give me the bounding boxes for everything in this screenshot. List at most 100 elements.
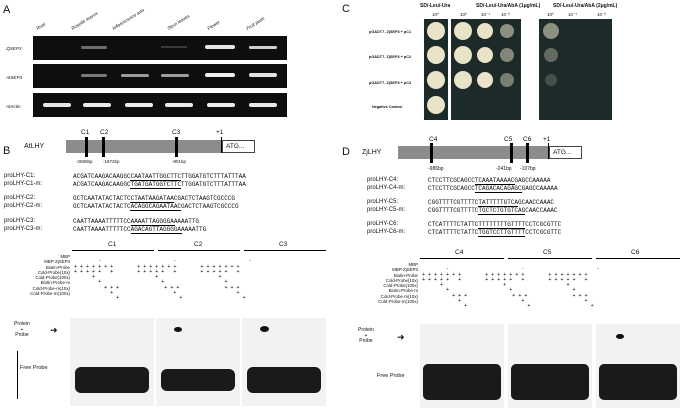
condition-labels: MBP MBP-ZjSEP3 Biotin-Probe Cold-Probe(1… bbox=[18, 254, 70, 296]
probe-sequence: ACGATCAAGACAAGGCCAATAATTGGCTTCTTGGATGTCT… bbox=[73, 173, 246, 180]
gel-band bbox=[43, 103, 71, 107]
emsa-blot-c5 bbox=[508, 324, 592, 408]
gel-group-line bbox=[72, 250, 154, 251]
element-label-c6: C6 bbox=[523, 136, 532, 143]
gel-band bbox=[207, 103, 235, 107]
motif-underline bbox=[475, 192, 522, 193]
plus-label: + bbox=[364, 332, 368, 339]
probe-name: proLHY-C3-m: bbox=[4, 226, 43, 232]
free-probe-band bbox=[247, 367, 321, 393]
probe-sequence: CGGTTTTCGTTTTCTATTTTTGTCAGCAACCAAAC bbox=[428, 199, 555, 206]
gel-group-label: C6 bbox=[631, 249, 640, 256]
element-label-c5: C5 bbox=[504, 136, 513, 143]
probe-name: proLHY-C2: bbox=[4, 195, 36, 201]
motif-underline bbox=[478, 206, 518, 207]
gel-group-line bbox=[420, 258, 504, 259]
element-position: -986bp bbox=[428, 166, 444, 172]
emsa-blot-c1 bbox=[70, 318, 154, 406]
free-probe-band bbox=[599, 364, 677, 400]
probe-name: proLHY-C3: bbox=[4, 218, 36, 224]
element-label-c2: C2 bbox=[100, 129, 109, 136]
emsa-blot-c4 bbox=[420, 324, 504, 408]
condition-label: Biotin-Probe-m bbox=[388, 288, 418, 294]
motif-underline bbox=[131, 233, 182, 234]
gel-group-line bbox=[596, 258, 680, 259]
shift-band bbox=[260, 326, 269, 332]
lane-matrix: - - - + + + + + + + + + + + + + + + + + … bbox=[74, 258, 252, 302]
emsa-blot-c6 bbox=[596, 324, 680, 408]
probe-name: proLHY-C4-m: bbox=[367, 185, 406, 191]
probe-sequence: CAATTAAAATTTTTCCAAAATTAGGGGAAAAATTG bbox=[73, 218, 200, 225]
condition-label: Cold-Probe(10x) bbox=[385, 277, 418, 283]
gel-band bbox=[249, 73, 277, 77]
shift-arrow-icon: ➜ bbox=[397, 332, 405, 342]
panel-b-letter: B bbox=[3, 145, 11, 157]
probe-sequence: CTCATTTTCTATTCTTTTTTTTGTTTTCCTCGCGTTC bbox=[428, 221, 562, 228]
rtpcr-gel-atactin bbox=[33, 93, 287, 117]
yeast-row-label: pGADT7- ZjSEP3 + pC2 bbox=[369, 55, 412, 59]
free-probe-bracket bbox=[17, 351, 18, 399]
free-probe-band bbox=[75, 367, 149, 393]
condition-label: Cold-Probe(10x) bbox=[37, 269, 70, 275]
gel-row-label: AtActin bbox=[6, 104, 21, 109]
medium-label: SD/-Leu/-Ura/AbA (2μg/mL) bbox=[553, 3, 618, 9]
dilution-label: 10⁰ bbox=[432, 12, 439, 17]
condition-label: Biotin-Probe bbox=[45, 264, 70, 270]
condition-label: Cold-Probe-m(100x) bbox=[378, 299, 418, 305]
element-c3 bbox=[175, 137, 178, 157]
probe-sequence: CGGTTTTCGTTTTCTGCTCTGTGTCAGCAACCAAAC bbox=[428, 207, 558, 214]
panel-a-tissue-labels: Root Rosette leaves Inflorescence axis S… bbox=[34, 2, 324, 36]
plus-label: + bbox=[20, 326, 24, 333]
protein-label: Protein bbox=[14, 321, 30, 327]
motif-underline bbox=[130, 202, 174, 203]
condition-label: Cold-Probe(100x) bbox=[35, 275, 70, 281]
element-label-c1: C1 bbox=[81, 129, 90, 136]
shift-band bbox=[174, 327, 182, 332]
dilution-label: 10⁻² bbox=[501, 12, 510, 17]
gel-group-label: C3 bbox=[279, 241, 288, 248]
atlhy-label: AtLHY bbox=[24, 143, 45, 150]
element-position: -1872bp bbox=[103, 159, 120, 164]
gel-band bbox=[249, 103, 277, 107]
probe-sequence: CTCCTTCGCAGCCTCAAATAAAACGAGCCAAAAA bbox=[428, 177, 551, 184]
motif-underline bbox=[130, 188, 181, 189]
yeast-row-label: Negative Control bbox=[372, 105, 403, 109]
panel-d-letter: D bbox=[342, 146, 350, 158]
tissue-label: Flower bbox=[206, 19, 221, 31]
protein-probe-label: Protein + Probe bbox=[14, 321, 30, 339]
motif-underline bbox=[478, 228, 525, 229]
lane-matrix: - - - + + + + + + + + + + + + + + + + + … bbox=[422, 266, 600, 310]
probe-name: proLHY-C4: bbox=[367, 177, 399, 183]
protein-probe-label: Protein + Probe bbox=[358, 327, 374, 345]
tissue-label: Stem leaves bbox=[166, 13, 191, 31]
gel-band bbox=[249, 46, 277, 49]
atlhy-atg-box: ATG... bbox=[222, 140, 255, 153]
gel-row-label: AtSEP3 bbox=[6, 75, 23, 80]
gel-band bbox=[81, 46, 107, 49]
probe-label: Probe bbox=[359, 338, 373, 344]
motif-underline bbox=[475, 184, 515, 185]
element-c5 bbox=[510, 143, 513, 163]
emsa-blot-c2 bbox=[156, 318, 240, 406]
element-label-c4: C4 bbox=[429, 136, 438, 143]
motif-underline bbox=[130, 210, 181, 211]
free-probe-band bbox=[423, 364, 501, 400]
probe-sequence: CTCCTTCGCAGCCTCAGACACAGAGCGAGCCAAAAA bbox=[428, 185, 558, 192]
probe-label: Probe bbox=[15, 332, 29, 338]
probe-name: proLHY-C1-m: bbox=[4, 181, 43, 187]
yeast-row-label: pGADT7- ZjSEP3 + pC3 bbox=[369, 81, 412, 85]
condition-label: MBP bbox=[60, 254, 70, 259]
zjlhy-atg-box: ATG... bbox=[549, 146, 582, 159]
probe-sequence: CTCATTTTCTATTCTGGTCCTTGTTTTCCTCGCGTTC bbox=[428, 229, 562, 236]
dilution-label: 10⁻² bbox=[597, 12, 606, 17]
gel-group-line bbox=[508, 258, 592, 259]
shift-arrow-icon: ➜ bbox=[50, 325, 58, 335]
element-c4 bbox=[430, 143, 433, 163]
gel-band bbox=[83, 103, 111, 107]
condition-labels: MBP MBP-ZjSEP3 Biotin-Probe Cold-Probe(1… bbox=[364, 262, 418, 304]
probe-name: proLHY-C5-m: bbox=[367, 207, 406, 213]
dilution-label: 10⁰ bbox=[460, 12, 467, 17]
zjlhy-atg-label: ATG... bbox=[553, 149, 572, 156]
motif-underline bbox=[478, 236, 525, 237]
probe-name: proLHY-C6-m: bbox=[367, 229, 406, 235]
